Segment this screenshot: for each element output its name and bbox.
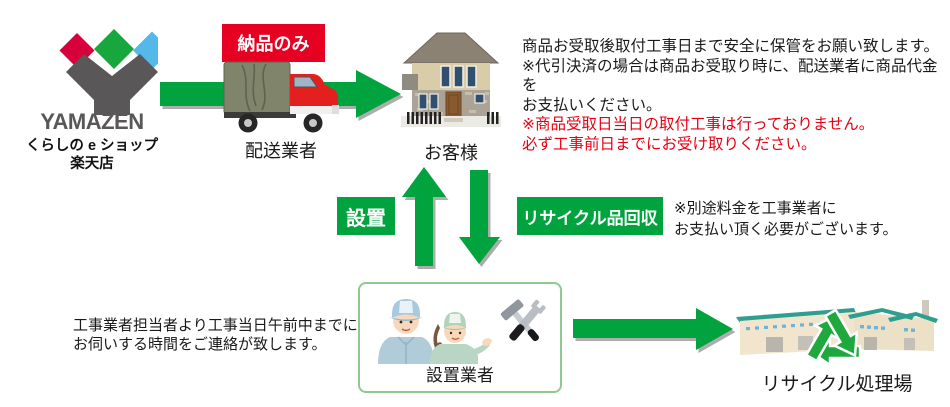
installer-workers-icon <box>378 299 492 364</box>
yamazen-logo-mark <box>59 29 158 115</box>
visit-note-line1: 工事業者担当者より工事当日午前中までに <box>73 317 358 334</box>
shop-name: くらしの e ショップ 楽天店 <box>5 137 179 173</box>
shop-name-line1: くらしの e ショップ <box>25 138 159 154</box>
arrow-recycle-down <box>459 170 500 264</box>
arrow-install-up <box>402 167 446 266</box>
recycle-pickup-chip: リサイクル品回収 <box>517 197 663 235</box>
keep-warning-line2: 必ず工事前日までにお受け取りください。 <box>522 135 817 153</box>
keep-note: 商品お受取後取付工事日まで安全に保管をお願い致します。 ※代引決済の場合は商品お… <box>522 37 950 154</box>
keep-warning-line1: ※商品受取日当日の取付工事は行っておりません。 <box>522 116 875 133</box>
customer-house-icon <box>401 32 501 127</box>
recycle-icon <box>804 308 862 368</box>
installer-label: 設置業者 <box>426 366 494 385</box>
fee-note-line1: ※別途料金を工事業者に <box>674 200 837 217</box>
shop-name-line2: 楽天店 <box>70 156 114 172</box>
fee-note-line2: お支払い頂く必要がございます。 <box>674 221 898 238</box>
installer-box: 設置業者 <box>358 282 562 393</box>
customer-label: お客様 <box>424 143 478 163</box>
keep-note-line3: お支払いください。 <box>522 96 662 114</box>
recycle-plant-label: リサイクル処理場 <box>761 374 913 395</box>
visit-note: 工事業者担当者より工事当日午前中までに お伺いする時間をご連絡が致します。 <box>73 316 373 354</box>
delivery-truck-icon <box>223 61 339 133</box>
install-chip: 設置 <box>337 197 395 235</box>
delivery-only-badge: 納品のみ <box>222 24 325 62</box>
fee-note: ※別途料金を工事業者に お支払い頂く必要がございます。 <box>674 198 946 240</box>
courier-label: 配送業者 <box>245 141 317 161</box>
visit-note-line2: お伺いする時間をご連絡が致します。 <box>73 336 327 353</box>
hammer-wrench-icon <box>500 299 546 342</box>
keep-note-line2: ※代引決済の場合は商品お受取り時に、配送業者に商品代金を <box>522 57 938 95</box>
arrow-installer-to-plant <box>573 308 733 350</box>
brand-name: YAMAZEN <box>40 109 144 134</box>
keep-note-line1: 商品お受取後取付工事日まで安全に保管をお願い致します。 <box>522 38 939 55</box>
